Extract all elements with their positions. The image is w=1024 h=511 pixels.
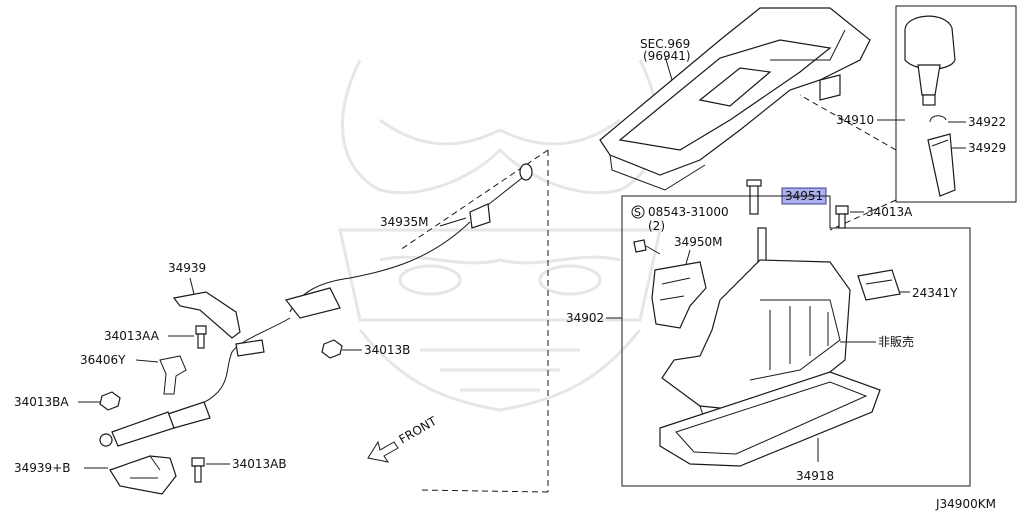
front-arrow-icon xyxy=(367,440,399,463)
clip-36406y-part[interactable] xyxy=(159,355,187,395)
bolt-34013ab-part[interactable] xyxy=(191,457,205,483)
watermark-logo xyxy=(338,59,662,412)
label-08543-qty: (2) xyxy=(648,219,665,233)
leader-sec969 xyxy=(664,55,673,81)
leader-34939 xyxy=(189,277,195,295)
bolt-34013aa-part[interactable] xyxy=(195,325,207,349)
label-36406y: 36406Y xyxy=(80,353,126,367)
connector-24341y-part[interactable] xyxy=(857,269,901,301)
label-08543: 08543-31000 xyxy=(648,205,729,219)
bracket-34950m-part[interactable] xyxy=(651,261,707,329)
label-34939b: 34939+B xyxy=(14,461,70,475)
label-sec969: SEC.969 xyxy=(640,37,690,51)
leader-34950m xyxy=(685,249,691,265)
clip-34922-part[interactable] xyxy=(929,115,947,123)
label-24341y: 24341Y xyxy=(912,286,958,300)
base-plate-34918-part[interactable] xyxy=(659,371,881,467)
diagram-code: J34900KM xyxy=(935,497,996,511)
leader-34935m xyxy=(439,217,467,227)
bolt-34013a-part[interactable] xyxy=(835,205,849,229)
label-34929: 34929 xyxy=(968,141,1006,155)
bracket-34939b-part[interactable] xyxy=(109,455,177,495)
label-not-for-sale: 非販売 xyxy=(878,334,914,349)
shift-cable-34935m-part[interactable] xyxy=(99,163,533,447)
nut-34013ba-part[interactable] xyxy=(99,391,121,411)
leader-36406y xyxy=(135,359,159,363)
label-34013aa: 34013AA xyxy=(104,329,160,343)
shifter-inset-box xyxy=(621,195,971,487)
label-34935m: 34935M xyxy=(380,215,429,229)
label-34013ba: 34013BA xyxy=(14,395,69,409)
shift-knob-part[interactable] xyxy=(904,15,956,106)
pin-34951-part[interactable] xyxy=(746,179,762,215)
console-panel-part[interactable] xyxy=(599,7,871,191)
label-sec96941: (96941) xyxy=(643,49,691,63)
label-34922: 34922 xyxy=(968,115,1006,129)
bracket-34939-part[interactable] xyxy=(172,291,241,339)
label-34939: 34939 xyxy=(168,261,206,275)
label-34013ab: 34013AB xyxy=(232,457,287,471)
bolt-symbol-text: S xyxy=(634,206,641,219)
front-label: FRONT xyxy=(397,414,440,447)
label-34013b: 34013B xyxy=(364,343,410,357)
label-34918: 34918 xyxy=(796,469,834,483)
label-34910: 34910 xyxy=(836,113,874,127)
boot-34929-part[interactable] xyxy=(927,133,956,197)
label-34013a: 34013A xyxy=(866,205,913,219)
screw-08543-part[interactable] xyxy=(633,239,661,255)
label-34950m: 34950M xyxy=(674,235,723,249)
knob-inset-box xyxy=(895,5,1017,203)
label-34902: 34902 xyxy=(566,311,604,325)
bolt-symbol-circle xyxy=(631,205,645,219)
assembly-boundary-line xyxy=(399,149,549,493)
nut-34013b-part[interactable] xyxy=(321,339,343,359)
